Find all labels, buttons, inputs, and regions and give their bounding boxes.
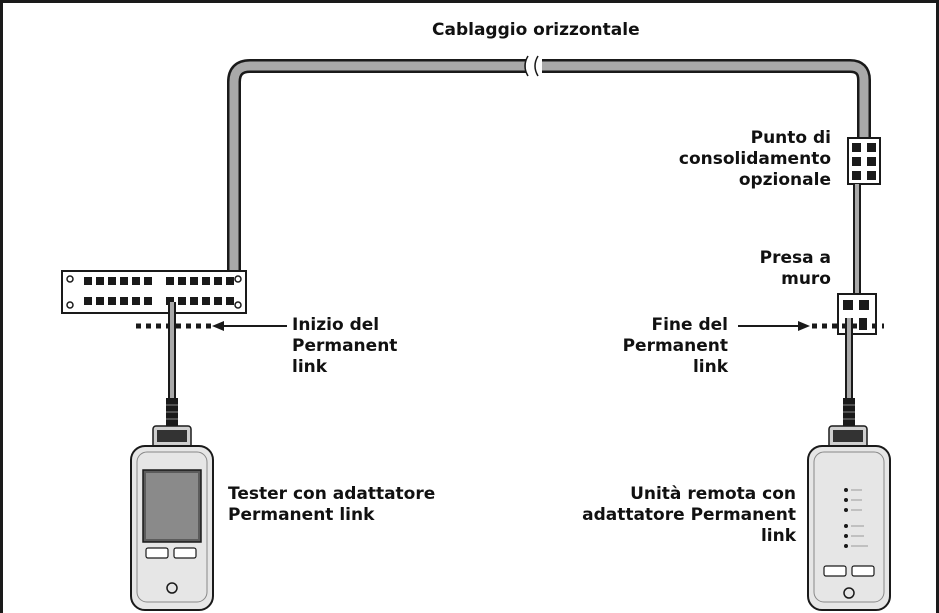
wall-outlet-line-1: Presa a [759, 248, 831, 268]
horizontal-cable [227, 55, 871, 272]
tester-line-1: Tester con adattatore [228, 484, 436, 504]
link-end-label: Fine del Permanent link [623, 315, 728, 378]
link-start-line-2: Permanent [292, 336, 398, 356]
horizontal-cabling-label: Cablaggio orizzontale [432, 20, 640, 41]
tester-label: Tester con adattatore Permanent link [228, 484, 435, 526]
remote-line-3: link [760, 526, 796, 546]
patch-panel [61, 270, 247, 314]
wall-outlet-label: Presa a muro [760, 248, 831, 290]
consolidation-point-line-3: opzionale [738, 170, 831, 190]
wall-outlet-line-2: muro [781, 269, 831, 289]
link-start-line-1: Inizio del [292, 315, 380, 335]
consolidation-point-line-1: Punto di [750, 128, 831, 148]
link-end-boundary [738, 321, 884, 331]
horizontal-cabling-text: Cablaggio orizzontale [432, 20, 640, 40]
tester-device [130, 425, 214, 611]
remote-device [807, 425, 891, 611]
link-start-line-3: link [292, 357, 328, 377]
consolidation-point-label: Punto di consolidamento opzionale [679, 128, 831, 191]
link-end-line-3: link [692, 357, 728, 377]
link-end-line-2: Permanent [622, 336, 728, 356]
remote-label: Unità remota con adattatore Permanent li… [582, 484, 796, 547]
tester-line-2: Permanent link [228, 505, 375, 525]
link-start-boundary [136, 321, 287, 331]
consolidation-point [847, 137, 881, 185]
remote-line-1: Unità remota con [630, 484, 796, 504]
consolidation-point-line-2: consolidamento [678, 149, 831, 169]
tester-cable [166, 302, 178, 428]
remote-cable [843, 318, 855, 428]
remote-line-2: adattatore Permanent [582, 505, 796, 525]
link-end-line-1: Fine del [651, 315, 728, 335]
link-start-label: Inizio del Permanent link [292, 315, 397, 378]
